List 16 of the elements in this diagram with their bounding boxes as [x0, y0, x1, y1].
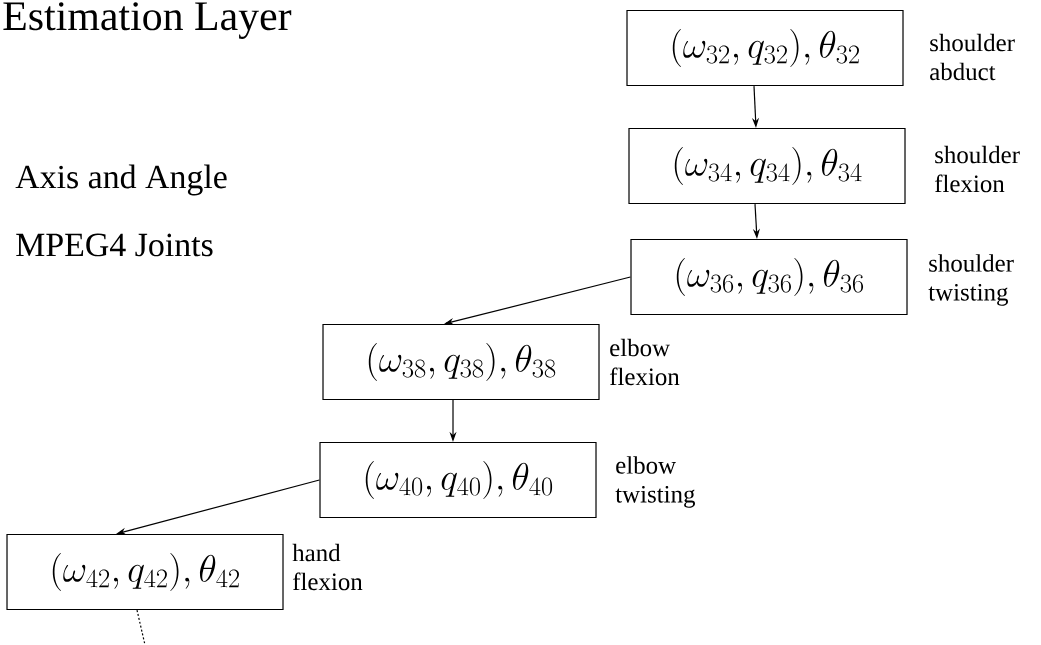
- formula-box: $\big(\omega_{40}, q_{40}\big), \theta_{40}$: [319, 441, 597, 519]
- formula-box: $\big(\omega_{32}, q_{32}\big), \theta_{32}$: [626, 9, 904, 87]
- label-text: Axis and Angle: [15, 164, 227, 196]
- title: Estimation Layer: [3, 2, 292, 39]
- joint-label: shoulder flexion: [934, 145, 1020, 193]
- joint-label: shoulder abduct: [930, 33, 1015, 81]
- formula-box: $\big(\omega_{38}, q_{38}\big), \theta_{38}$: [322, 323, 600, 401]
- label-text: MPEG4 Joints: [16, 233, 213, 257]
- joint-label: shoulder twisting: [928, 254, 1014, 306]
- connector-line: [136, 609, 146, 645]
- joint-label: elbow twisting: [615, 456, 695, 508]
- formula-box: $\big(\omega_{36}, q_{36}\big), \theta_{36}$: [630, 238, 908, 316]
- formula-box: $\big(\omega_{42}, q_{42}\big), \theta_{42}$: [6, 533, 284, 611]
- joint-label: hand flexion: [292, 543, 363, 591]
- formula-box: $\big(\omega_{34}, q_{34}\big), \theta_{34}$: [628, 127, 906, 205]
- joint-label: elbow flexion: [609, 338, 680, 386]
